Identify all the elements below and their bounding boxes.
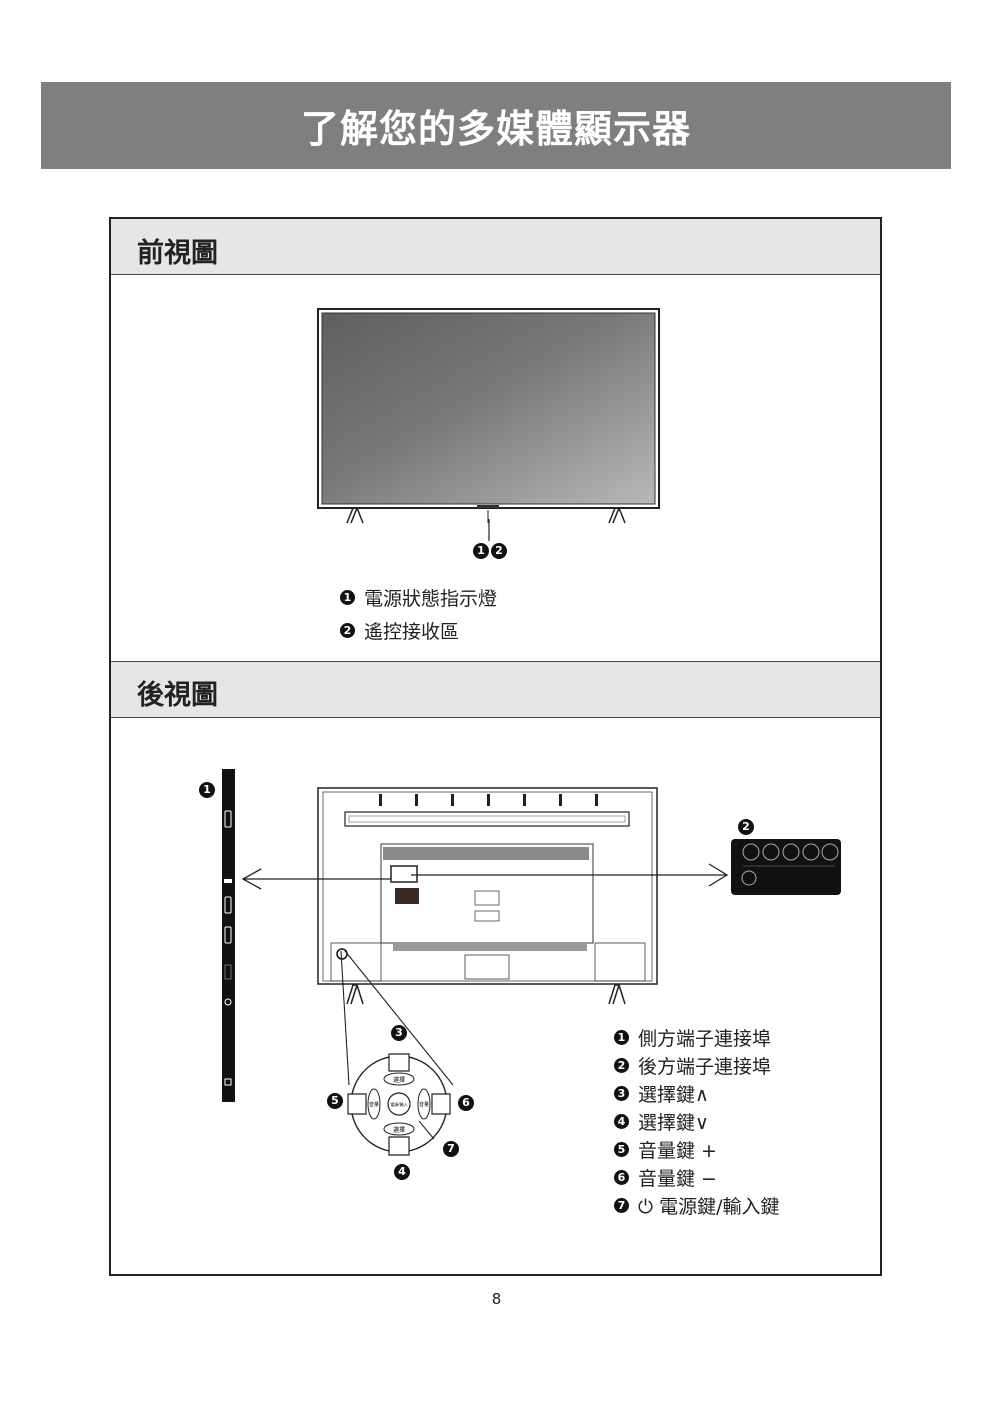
front-view-header: 前視圖 [111, 219, 880, 275]
legend-number: 3 [614, 1085, 629, 1101]
rear-legend-item: 1 側方端子連接埠 [614, 1023, 779, 1051]
legend-label: 選擇鍵∨ [638, 1111, 709, 1134]
rear-legend-item: 4 選擇鍵∨ [614, 1107, 779, 1135]
legend-number: 7 [614, 1197, 629, 1213]
joystick-left-label: 音量 [369, 1101, 379, 1108]
rear-view-header: 後視圖 [111, 661, 880, 718]
rear-legend-item: 3 選擇鍵∧ [614, 1079, 779, 1107]
legend-label: 後方端子連接埠 [638, 1055, 772, 1078]
rear-mark-3: 3 [391, 1025, 407, 1041]
side-port-arrow [241, 868, 391, 890]
rear-mark-2: 2 [738, 819, 754, 835]
page-title: 了解您的多媒體顯示器 [300, 107, 691, 151]
rear-legend-item: 6 音量鍵 − [614, 1163, 779, 1191]
front-legend-item: 2 遙控接收區 [340, 614, 497, 647]
legend-number: 6 [614, 1169, 629, 1185]
rear-legend: 1 側方端子連接埠 2 後方端子連接埠 3 選擇鍵∧ 4 選擇鍵∨ 5 音量鍵 … [614, 1023, 779, 1219]
tv-front-illustration [317, 308, 660, 524]
tv-rear-illustration [317, 787, 658, 1005]
legend-number: 1 [614, 1029, 629, 1045]
legend-number: 2 [614, 1057, 629, 1073]
rear-legend-item: 5 音量鍵 + [614, 1135, 779, 1163]
side-port-strip [222, 769, 235, 1102]
joystick-down-label: 選擇 [393, 1126, 405, 1134]
joystick-callout-lines [340, 950, 454, 1086]
legend-label: 側方端子連接埠 [638, 1027, 772, 1050]
page-number: 8 [491, 1290, 502, 1308]
legend-label: 電源狀態指示燈 [364, 588, 498, 610]
joystick-center-label: 電源/輸入 [390, 1101, 407, 1107]
joystick-right-label: 音量 [419, 1101, 429, 1108]
rear-mark-5: 5 [327, 1093, 343, 1109]
rear-mark-1: 1 [199, 782, 215, 798]
legend-number: 5 [614, 1141, 629, 1157]
front-legend-item: 1 電源狀態指示燈 [340, 581, 497, 614]
content-frame: 前視圖 1 2 1 電源狀態指示燈 2 遙控接收區 後視圖 [109, 217, 882, 1276]
rear-legend-item: 7 ⏻ 電源鍵/輸入鍵 [614, 1191, 779, 1219]
front-mark-2: 2 [491, 543, 507, 559]
legend-number: 2 [340, 623, 355, 638]
joystick-up-label: 選擇 [393, 1076, 405, 1084]
front-mark-1: 1 [473, 543, 489, 559]
front-view-heading: 前視圖 [137, 238, 218, 269]
rear-mark-6: 6 [458, 1095, 474, 1111]
legend-label: 音量鍵 − [638, 1167, 717, 1190]
legend-number: 4 [614, 1113, 629, 1129]
rear-mark-7: 7 [443, 1141, 459, 1157]
title-banner: 了解您的多媒體顯示器 [41, 82, 951, 169]
legend-number: 1 [340, 590, 355, 605]
rear-legend-item: 2 後方端子連接埠 [614, 1051, 779, 1079]
front-legend: 1 電源狀態指示燈 2 遙控接收區 [340, 581, 497, 647]
rear-mark-4: 4 [394, 1164, 410, 1180]
legend-label: 選擇鍵∧ [638, 1083, 709, 1106]
front-callout-line [488, 519, 490, 541]
rear-port-panel [731, 839, 841, 895]
control-joystick[interactable]: 選擇 選擇 音量 音量 電源/輸入 [344, 1049, 454, 1159]
legend-label: 遙控接收區 [364, 621, 460, 643]
rear-port-arrow [411, 863, 729, 887]
legend-label: ⏻ 電源鍵/輸入鍵 [638, 1195, 780, 1218]
rear-view-heading: 後視圖 [137, 680, 218, 711]
legend-label: 音量鍵 + [638, 1139, 717, 1162]
